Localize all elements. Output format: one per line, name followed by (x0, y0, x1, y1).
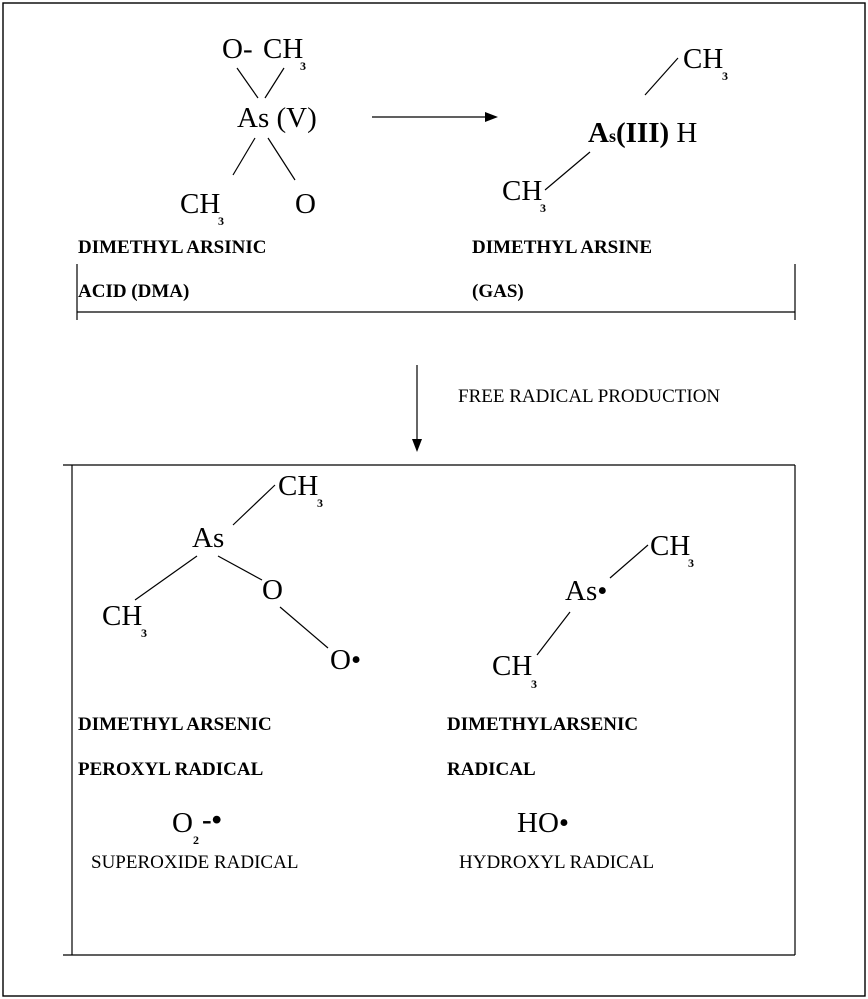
dimethylarsenic-ch-top: CH (650, 530, 690, 562)
peroxyl-ch-left: CH (102, 600, 142, 632)
superoxide-o: O (172, 807, 193, 839)
peroxyl-label-line2: PEROXYL RADICAL (78, 759, 263, 780)
dimethylarsenic-structure: CH 3 As• CH 3 (492, 530, 694, 691)
peroxyl-bond-ch-top (232, 484, 276, 526)
superoxide-label: SUPEROXIDE RADICAL (91, 852, 298, 873)
dma-bond-o-bottom (267, 137, 296, 181)
peroxyl-bond-o1 (217, 555, 263, 581)
dma-ch-bottom-subscript: 3 (218, 214, 224, 228)
dma-o-minus: O- (222, 33, 253, 65)
dma-label-line1: DIMETHYL ARSINIC (78, 237, 266, 258)
dimethylarsenic-ch-bottom: CH (492, 650, 532, 682)
superoxide-subscript: 2 (193, 833, 199, 847)
peroxyl-o1: O (262, 574, 283, 606)
dma-bond-ch-top (264, 67, 285, 99)
dma-ch-bottom: CH (180, 188, 220, 220)
peroxyl-ch-left-subscript: 3 (141, 626, 147, 640)
arsine-ch-top-subscript: 3 (722, 69, 728, 83)
dma-o-bottom: O (295, 188, 316, 220)
peroxyl-ch-top-subscript: 3 (317, 496, 323, 510)
hydroxyl-formula: HO• (517, 807, 569, 839)
dimethylarsenic-bond-ch-bottom (536, 611, 571, 656)
dma-bond-o-minus (236, 67, 259, 99)
peroxyl-label-line1: DIMETHYL ARSENIC (78, 714, 272, 735)
reaction-arrow (372, 112, 498, 122)
arsine-ch-bottom: CH (502, 175, 542, 207)
dimethylarsenic-label-line1: DIMETHYLARSENIC (447, 714, 638, 735)
dimethylarsenic-ch-bottom-subscript: 3 (531, 677, 537, 691)
production-arrow (412, 365, 422, 452)
dma-arsenic: As (V) (237, 102, 317, 134)
peroxyl-structure: CH 3 As CH 3 O O• (102, 470, 361, 676)
dma-ch-top-subscript: 3 (300, 59, 306, 73)
arsine-label-line2: (GAS) (472, 281, 524, 302)
hydroxyl-label: HYDROXYL RADICAL (459, 852, 654, 873)
dimethylarsenic-arsenic-radical: As• (565, 575, 607, 607)
arsine-arsenic: As(III) H (588, 117, 697, 149)
arsine-structure: CH 3 As(III) H CH 3 (502, 43, 728, 215)
process-label: FREE RADICAL PRODUCTION (458, 386, 720, 407)
dimethylarsenic-ch-top-subscript: 3 (688, 556, 694, 570)
arsine-bond-ch-bottom (544, 151, 591, 191)
superoxide-formula: O 2 -• (172, 804, 222, 847)
arsine-ch-bottom-subscript: 3 (540, 201, 546, 215)
dma-bond-ch-bottom (232, 137, 256, 176)
dma-label-line2: ACID (DMA) (78, 281, 189, 302)
peroxyl-o2-radical: O• (330, 644, 361, 676)
peroxyl-bond-o2 (279, 606, 329, 649)
dimethylarsenic-label-line2: RADICAL (447, 759, 536, 780)
arsine-bond-ch-top (644, 57, 679, 96)
arsine-ch-top: CH (683, 43, 723, 75)
dma-structure: O- CH 3 As (V) CH 3 O (180, 33, 317, 228)
radicals-box (63, 464, 796, 956)
step1-bracket (76, 264, 796, 320)
peroxyl-bond-ch-left (134, 555, 198, 601)
dimethylarsenic-bond-ch-top (609, 544, 649, 579)
dma-ch-top: CH (263, 33, 303, 65)
peroxyl-ch-top: CH (278, 470, 318, 502)
arsine-label-line1: DIMETHYL ARSINE (472, 237, 652, 258)
peroxyl-arsenic: As (192, 522, 224, 554)
superoxide-charge-radical: -• (202, 804, 222, 836)
